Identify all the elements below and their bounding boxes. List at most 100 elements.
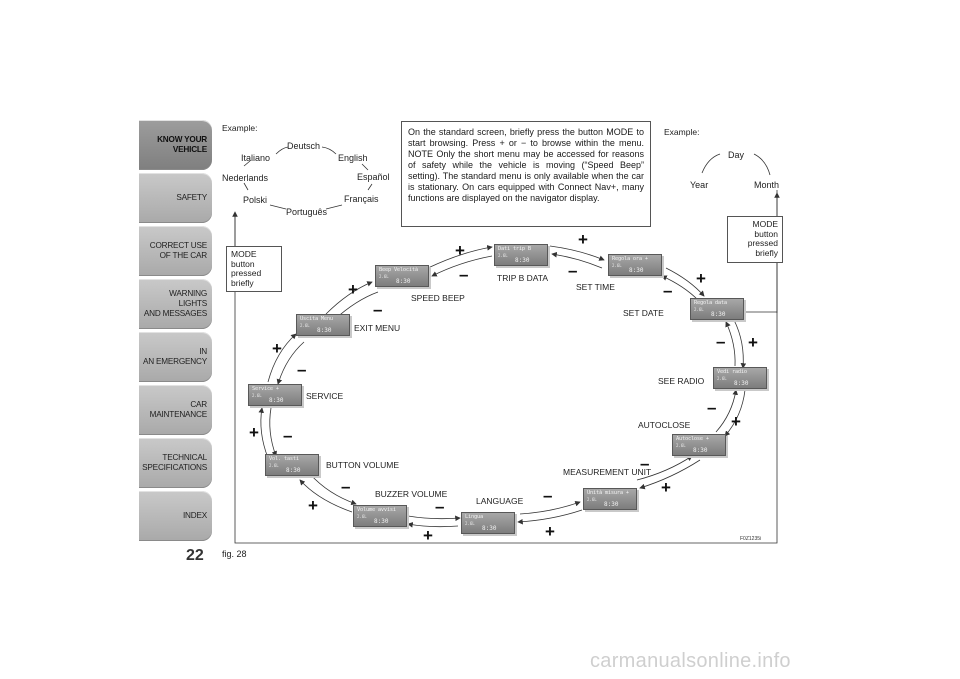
lcd-time: 8:30	[396, 278, 411, 285]
menu-label-service: SERVICE	[306, 391, 344, 401]
plus-sign: +	[748, 333, 758, 352]
date-option: Month	[754, 180, 780, 190]
lcd-time: 8:30	[269, 397, 284, 404]
menu-label-trip-b-data: TRIP B DATA	[497, 273, 549, 283]
tab-emergency[interactable]: IN AN EMERGENCY	[139, 332, 212, 382]
lcd-autoclose: Autoclose + 2.6L 8:30	[672, 434, 726, 456]
lcd-time: 8:30	[374, 518, 389, 525]
plus-sign: +	[661, 478, 671, 497]
plus-sign: +	[249, 423, 259, 442]
lcd-time: 8:30	[711, 311, 726, 318]
tab-label: SAFETY	[176, 193, 207, 202]
date-option: Day	[728, 150, 745, 160]
lcd-text: Uscita Menu	[300, 316, 333, 322]
menu-label-autoclose: AUTOCLOSE	[638, 420, 691, 430]
minus-sign: –	[707, 398, 717, 417]
plus-sign: +	[578, 230, 588, 249]
menu-label-buzzer-volume: BUZZER VOLUME	[375, 489, 448, 499]
tab-index[interactable]: INDEX	[139, 491, 212, 541]
figure-label: fig. 28	[222, 549, 247, 559]
lcd-text: Vol. tasti	[269, 456, 299, 462]
tab-label: CORRECT USE OF THE CAR	[149, 241, 207, 260]
menu-label-measurement-unit: MEASUREMENT UNIT	[563, 467, 652, 477]
language-option: English	[338, 153, 368, 163]
lcd-speed-beep: Beep Velocità 2.6L 8:30	[375, 265, 429, 287]
language-option: Italiano	[241, 153, 271, 163]
minus-sign: –	[640, 454, 650, 473]
language-option: Deutsch	[287, 141, 321, 151]
lcd-text: Dati trip B	[498, 246, 531, 252]
plus-sign: +	[272, 339, 282, 358]
lcd-set-date: Regola data 2.6L 8:30	[690, 298, 744, 320]
lcd-time: 8:30	[629, 267, 644, 274]
tab-know-your-vehicle[interactable]: KNOW YOUR VEHICLE	[139, 120, 212, 170]
lcd-small: 2.6L	[357, 514, 367, 519]
watermark-text: carmanualsonline.info	[590, 650, 791, 672]
lcd-text: Vedi radio	[717, 369, 747, 375]
lcd-small: 2.6L	[252, 393, 262, 398]
lcd-small: 2.6L	[694, 307, 704, 312]
lcd-time: 8:30	[515, 257, 530, 264]
language-option: Polski	[243, 195, 268, 205]
minus-sign: –	[716, 332, 726, 351]
minus-sign: –	[435, 497, 445, 516]
lcd-set-time: Regola ora + 2.6L 8:30	[608, 254, 662, 276]
language-option: Português	[286, 207, 328, 217]
menu-label-exit-menu: EXIT MENU	[354, 323, 401, 333]
lcd-trip-b-data: Dati trip B 2.6L 8:30	[494, 244, 548, 266]
lcd-text: Lingua	[465, 514, 483, 520]
example-label-left: Example:	[222, 123, 258, 133]
lcd-small: 2.6L	[269, 463, 279, 468]
menu-label-see-radio: SEE RADIO	[658, 376, 705, 386]
instruction-box: On the standard screen, briefly press th…	[401, 121, 651, 227]
lcd-time: 8:30	[604, 501, 619, 508]
lcd-small: 2.6L	[717, 376, 727, 381]
lcd-text: Regola ora +	[612, 256, 648, 262]
plus-sign: +	[545, 522, 555, 541]
lcd-time: 8:30	[734, 380, 749, 387]
menu-label-language: LANGUAGE	[476, 496, 524, 506]
tab-warning-lights[interactable]: WARNING LIGHTS AND MESSAGES	[139, 279, 212, 329]
tab-safety[interactable]: SAFETY	[139, 173, 212, 223]
minus-sign: –	[283, 426, 293, 445]
tab-label: IN AN EMERGENCY	[142, 347, 207, 366]
lcd-text: Autoclose +	[676, 436, 709, 442]
lcd-text: Regola data	[694, 300, 727, 306]
minus-sign: –	[568, 261, 578, 280]
tab-label: KNOW YOUR VEHICLE	[157, 135, 207, 154]
minus-sign: –	[373, 300, 383, 319]
lcd-button-volume: Vol. tasti 2.6L 8:30	[265, 454, 319, 476]
plus-sign: +	[348, 280, 358, 299]
lcd-text: Service +	[252, 386, 279, 392]
lcd-measurement-unit: Unità misura + 2.6L 8:30	[583, 488, 637, 510]
lcd-see-radio: Vedi radio 2.6L 8:30	[713, 367, 767, 389]
language-option: Français	[344, 194, 379, 204]
plus-sign: +	[423, 526, 433, 545]
lcd-small: 2.6L	[498, 253, 508, 258]
lcd-time: 8:30	[482, 525, 497, 532]
lcd-small: 2.6L	[379, 274, 389, 279]
mode-button-note-left: MODE button pressed briefly	[226, 246, 282, 292]
menu-label-set-time: SET TIME	[576, 282, 615, 292]
lcd-exit-menu: Uscita Menu 2.6L 8:30	[296, 314, 350, 336]
lcd-text: Unità misura +	[587, 490, 629, 496]
lcd-time: 8:30	[693, 447, 708, 454]
tab-correct-use[interactable]: CORRECT USE OF THE CAR	[139, 226, 212, 276]
lcd-small: 2.6L	[300, 323, 310, 328]
menu-label-set-date: SET DATE	[623, 308, 664, 318]
lcd-small: 2.6L	[676, 443, 686, 448]
tab-car-maintenance[interactable]: CAR MAINTENANCE	[139, 385, 212, 435]
lcd-small: 2.6L	[612, 263, 622, 268]
plus-sign: +	[696, 269, 706, 288]
tab-label: CAR MAINTENANCE	[149, 400, 208, 419]
page-number: 22	[186, 547, 204, 564]
menu-label-button-volume: BUTTON VOLUME	[326, 460, 400, 470]
lcd-text: Volume avvisi	[357, 507, 396, 513]
menu-label-speed-beep: SPEED BEEP	[411, 293, 465, 303]
tab-technical-specifications[interactable]: TECHNICAL SPECIFICATIONS	[139, 438, 212, 488]
plus-sign: +	[455, 241, 465, 260]
tab-label: INDEX	[182, 511, 207, 520]
lcd-small: 2.6L	[465, 521, 475, 526]
lcd-text: Beep Velocità	[379, 267, 418, 273]
